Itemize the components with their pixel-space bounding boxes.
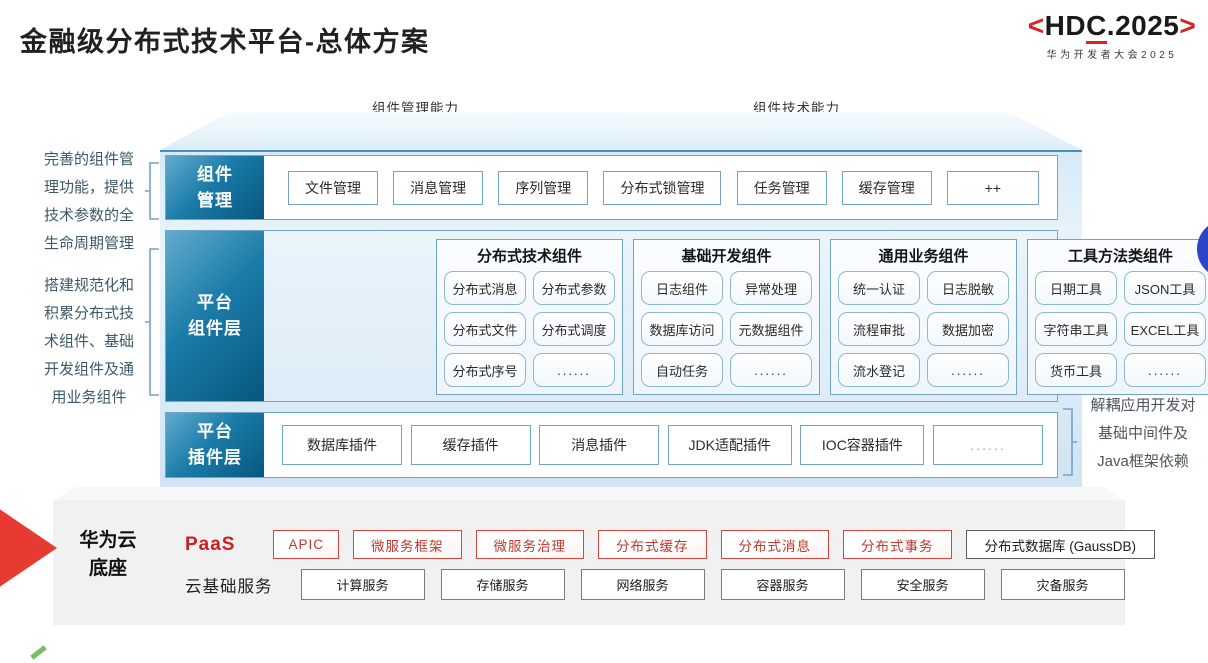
component-columns: 分布式技术组件 分布式消息 分布式参数 分布式文件 分布式调度 分布式序号 ..… bbox=[436, 239, 1208, 395]
component-item: 异常处理 bbox=[730, 271, 812, 305]
component-item-more: ...... bbox=[927, 353, 1009, 387]
component-item: 日期工具 bbox=[1035, 271, 1117, 305]
logo-c-underlined: C bbox=[1086, 10, 1107, 44]
column-title: 通用业务组件 bbox=[878, 248, 969, 265]
foundation-label: 华为云 底座 bbox=[79, 530, 137, 579]
cloud-services-label: 云基础服务 bbox=[185, 577, 273, 596]
component-item: 日志脱敏 bbox=[927, 271, 1009, 305]
foundation-panel bbox=[53, 500, 1125, 625]
cloud-service-item: 存储服务 bbox=[440, 569, 565, 600]
note-plugins: 解耦应用开发对 基础中间件及 Java框架依赖 bbox=[1090, 397, 1196, 470]
cloud-service-item: 计算服务 bbox=[300, 569, 425, 600]
component-item: 流程审批 bbox=[838, 312, 920, 346]
layer-platform-plugins: 平台 插件层 数据库插件 缓存插件 消息插件 JDK适配插件 IOC容器插件 .… bbox=[165, 412, 1058, 478]
component-item: 数据库访问 bbox=[641, 312, 723, 346]
component-item: 分布式调度 bbox=[533, 312, 615, 346]
hdc-logo-text: <HDC.2025> bbox=[1018, 10, 1206, 44]
component-item: 字符串工具 bbox=[1035, 312, 1117, 346]
note-management: 完善的组件管 理功能，提供 技术参数的全 生命周期管理 bbox=[43, 151, 134, 252]
paas-item: 微服务治理 bbox=[475, 530, 584, 559]
column-title: 分布式技术组件 bbox=[476, 248, 582, 265]
foundation-panel-top-face bbox=[53, 487, 1125, 501]
hdc-logo: <HDC.2025> 华为开发者大会2025 bbox=[1018, 10, 1206, 61]
component-item: 流水登记 bbox=[838, 353, 920, 387]
component-item-more: ...... bbox=[730, 353, 812, 387]
logo-year: .2025 bbox=[1106, 10, 1180, 41]
green-mark-decoration bbox=[30, 645, 47, 660]
layer-label-platform-plugins: 平台 插件层 bbox=[166, 413, 264, 477]
column-title: 基础开发组件 bbox=[681, 248, 772, 265]
paas-item-gaussdb: 分布式数据库 (GaussDB) bbox=[965, 530, 1156, 559]
management-items: 文件管理 消息管理 序列管理 分布式锁管理 任务管理 缓存管理 ++ bbox=[288, 156, 1039, 219]
paas-row: PaaS APIC 微服务框架 微服务治理 分布式缓存 分布式消息 分布式事务 … bbox=[185, 530, 1156, 559]
cloud-services-row: 云基础服务 计算服务 存储服务 网络服务 容器服务 安全服务 灾备服务 bbox=[185, 569, 1125, 600]
plugin-item: 消息插件 bbox=[539, 425, 660, 465]
component-item: 日志组件 bbox=[641, 271, 723, 305]
mgmt-item: 消息管理 bbox=[393, 170, 484, 205]
hdc-logo-subtitle: 华为开发者大会2025 bbox=[1046, 50, 1178, 61]
cloud-service-item: 网络服务 bbox=[580, 569, 705, 600]
column-tool-methods: 工具方法类组件 日期工具 JSON工具 字符串工具 EXCEL工具 货币工具 .… bbox=[1027, 239, 1208, 395]
red-arrow-icon bbox=[0, 509, 57, 587]
component-item-more: ...... bbox=[1124, 353, 1206, 387]
bracket-icon bbox=[1063, 408, 1077, 476]
blue-circle-decoration bbox=[1197, 220, 1208, 278]
component-item: EXCEL工具 bbox=[1124, 312, 1206, 346]
component-item: 自动任务 bbox=[641, 353, 723, 387]
paas-item: 分布式事务 bbox=[843, 530, 952, 559]
bracket-icon bbox=[145, 162, 159, 220]
column-distributed-tech: 分布式技术组件 分布式消息 分布式参数 分布式文件 分布式调度 分布式序号 ..… bbox=[436, 239, 623, 395]
component-item: JSON工具 bbox=[1124, 271, 1206, 305]
logo-right-bracket-icon: > bbox=[1179, 10, 1197, 41]
component-item: 元数据组件 bbox=[730, 312, 812, 346]
platform-slab-top-face bbox=[160, 112, 1082, 150]
logo-hd: HD bbox=[1044, 10, 1087, 41]
component-item: 分布式序号 bbox=[444, 353, 526, 387]
layer-label-platform-components: 平台 组件层 bbox=[166, 231, 264, 401]
cloud-service-item: 安全服务 bbox=[860, 569, 985, 600]
layer-component-management: 组件 管理 文件管理 消息管理 序列管理 分布式锁管理 任务管理 缓存管理 ++ bbox=[165, 155, 1058, 220]
component-item-more: ...... bbox=[533, 353, 615, 387]
page-title: 金融级分布式技术平台-总体方案 bbox=[20, 27, 430, 57]
logo-left-bracket-icon: < bbox=[1027, 10, 1045, 41]
mgmt-item: 文件管理 bbox=[288, 170, 378, 205]
layer-label-component-management: 组件 管理 bbox=[166, 156, 264, 219]
column-common-business: 通用业务组件 统一认证 日志脱敏 流程审批 数据加密 流水登记 ...... bbox=[830, 239, 1017, 395]
layer-platform-components: 平台 组件层 分布式技术组件 分布式消息 分布式参数 分布式文件 分布式调度 分… bbox=[165, 230, 1208, 402]
component-item: 货币工具 bbox=[1035, 353, 1117, 387]
mgmt-item: 序列管理 bbox=[498, 170, 589, 205]
mgmt-item: 分布式锁管理 bbox=[603, 170, 722, 205]
plugin-item: JDK适配插件 bbox=[667, 425, 792, 465]
component-item: 分布式文件 bbox=[444, 312, 526, 346]
plugin-item: 缓存插件 bbox=[410, 425, 531, 465]
component-item: 分布式消息 bbox=[444, 271, 526, 305]
cloud-service-item: 容器服务 bbox=[720, 569, 845, 600]
component-item: 统一认证 bbox=[838, 271, 920, 305]
paas-item: APIC bbox=[273, 530, 339, 559]
plugin-item-more: ...... bbox=[932, 425, 1043, 465]
paas-item: 分布式缓存 bbox=[598, 530, 707, 559]
mgmt-item: 缓存管理 bbox=[841, 170, 932, 205]
component-item: 数据加密 bbox=[927, 312, 1009, 346]
column-title: 工具方法类组件 bbox=[1067, 248, 1173, 265]
paas-label: PaaS bbox=[185, 533, 236, 555]
plugin-items: 数据库插件 缓存插件 消息插件 JDK适配插件 IOC容器插件 ...... bbox=[282, 413, 1043, 477]
bracket-icon bbox=[145, 248, 159, 396]
note-components: 搭建规范化和 积累分布式技 术组件、基础 开发组件及通 用业务组件 bbox=[43, 277, 134, 406]
mgmt-item: 任务管理 bbox=[736, 170, 827, 205]
cloud-service-item: 灾备服务 bbox=[1000, 569, 1125, 600]
component-item: 分布式参数 bbox=[533, 271, 615, 305]
mgmt-item: ++ bbox=[946, 170, 1039, 205]
plugin-item: IOC容器插件 bbox=[800, 425, 925, 465]
paas-item: 分布式消息 bbox=[720, 530, 829, 559]
column-basic-dev: 基础开发组件 日志组件 异常处理 数据库访问 元数据组件 自动任务 ...... bbox=[633, 239, 820, 395]
paas-item: 微服务框架 bbox=[353, 530, 462, 559]
plugin-item: 数据库插件 bbox=[282, 425, 402, 465]
